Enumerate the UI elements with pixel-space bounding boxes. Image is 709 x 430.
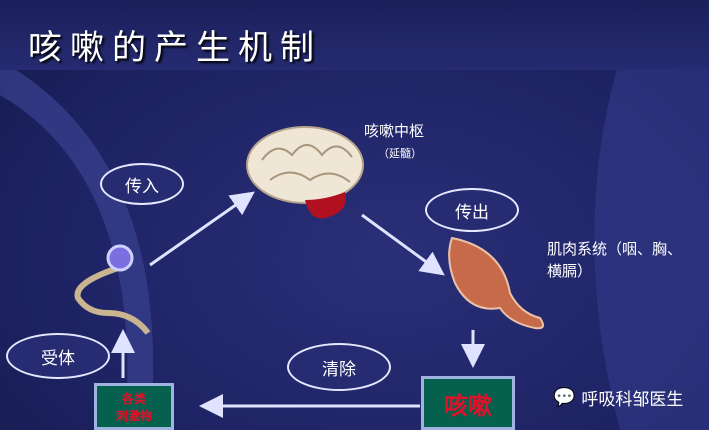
muscle-label-1: 肌肉系统（咽、胸、 [547, 240, 683, 258]
title-bar [0, 0, 709, 70]
arrow-afferent [149, 191, 255, 267]
muscle-label-2: 横膈） [547, 262, 593, 280]
bubble-afferent: 传入 [100, 163, 184, 205]
bubble-receptor: 受体 [6, 333, 110, 379]
cough-center-sub: （延髓） [378, 147, 422, 160]
brain-image [246, 126, 364, 219]
watermark-text: 呼吸科邹医生 [581, 390, 684, 410]
cough-box: 咳嗽 [421, 376, 515, 430]
cough-label: 咳嗽 [444, 391, 492, 420]
watermark: 💬 呼吸科邹医生 [553, 385, 683, 410]
muscle-image [448, 236, 545, 330]
stimuli-box: 各类 刺激物 [94, 383, 174, 430]
cough-center-label: 咳嗽中枢 [364, 122, 425, 140]
decor-band-right [594, 0, 709, 430]
arrow-efferent [361, 213, 445, 276]
stimuli-line-2: 刺激物 [115, 408, 152, 423]
slide-title: 咳嗽的产生机制 [28, 28, 322, 68]
wechat-icon: 💬 [553, 387, 576, 408]
bubble-clear: 清除 [287, 343, 391, 391]
neuron-cell [106, 244, 134, 272]
bubble-efferent: 传出 [425, 188, 519, 232]
stimuli-line-1: 各类 [121, 391, 146, 406]
neuron-image [74, 265, 151, 335]
